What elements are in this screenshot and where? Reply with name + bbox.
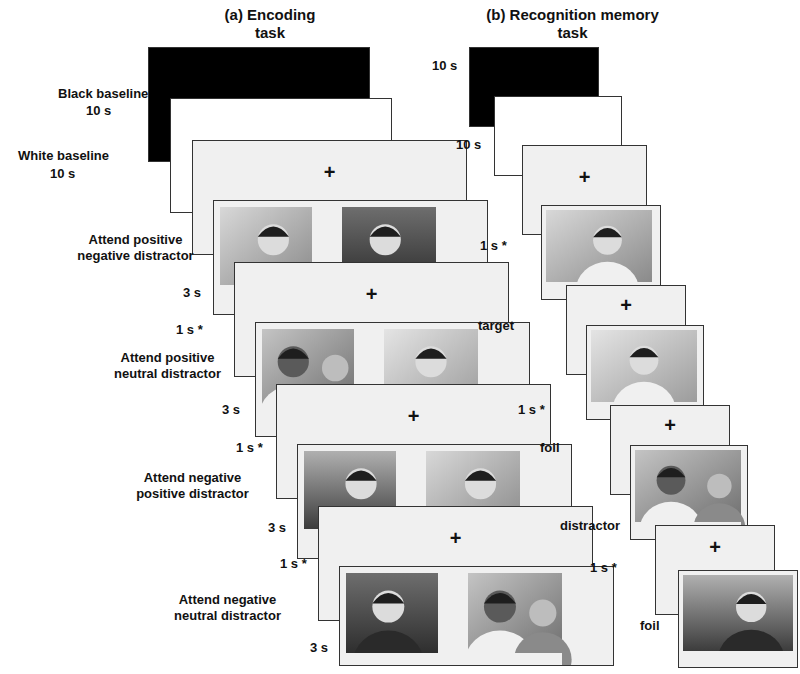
fixation-cross: +	[567, 294, 685, 316]
photo-head	[593, 226, 622, 255]
duration-label: 1 s *	[176, 322, 203, 338]
item-type-label: foil	[640, 618, 660, 634]
photo-head	[415, 346, 446, 377]
fixation-cross: +	[656, 536, 774, 558]
photo-head	[370, 224, 401, 255]
photo-mask	[683, 651, 793, 667]
photo-head	[345, 468, 376, 499]
photo-head	[657, 466, 686, 495]
photo-hair	[370, 227, 401, 237]
condition-label: Attend positive negative distractor	[68, 232, 203, 264]
photo-hair	[657, 468, 686, 477]
condition-label: Attend negative positive distractor	[125, 470, 260, 502]
photo-hair	[736, 594, 766, 604]
duration-label: 1 s *	[480, 238, 507, 254]
condition-label: Attend positive neutral distractor	[100, 350, 235, 382]
photo-head	[278, 346, 309, 377]
duration-label: 1 s *	[236, 440, 263, 456]
photo-mask	[346, 653, 438, 665]
baseline-label: Black baseline	[58, 86, 148, 102]
duration-label: 3 s	[310, 640, 328, 656]
item-type-label: distractor	[560, 518, 620, 534]
photo-head	[258, 224, 289, 255]
fixation-cross: +	[235, 283, 508, 305]
photo-mask	[468, 653, 562, 665]
item-type-label: target	[478, 318, 514, 334]
duration-label: 3 s	[222, 402, 240, 418]
duration-label: 10 s	[86, 103, 111, 119]
item-type-label: foil	[540, 440, 560, 456]
photo-hair	[415, 349, 446, 359]
photo-head	[630, 346, 659, 375]
duration-label: 3 s	[268, 520, 286, 536]
stimulus-screen	[678, 570, 798, 668]
photo-hair	[278, 349, 309, 359]
photo-head	[707, 474, 731, 498]
photo-illustration	[679, 571, 797, 667]
duration-label: 1 s *	[280, 556, 307, 572]
stimulus-screen	[339, 566, 614, 666]
fixation-cross: +	[277, 405, 550, 427]
panel-heading: (b) Recognition memory task	[480, 6, 665, 42]
photo-head	[322, 355, 349, 382]
photo-head	[465, 468, 496, 499]
condition-label: Attend negative neutral distractor	[160, 592, 295, 624]
photo-head	[484, 591, 516, 623]
duration-label: 10 s	[456, 137, 481, 153]
duration-label: 10 s	[432, 58, 457, 74]
duration-label: 1 s *	[590, 560, 617, 576]
duration-label: 1 s *	[518, 402, 545, 418]
photo-head	[372, 591, 404, 623]
duration-label: 3 s	[183, 285, 201, 301]
fixation-cross: +	[611, 414, 729, 436]
photo-hair	[484, 593, 516, 603]
photo-hair	[593, 228, 622, 237]
panel-heading: (a) Encoding task	[215, 6, 325, 42]
photo-head	[529, 599, 556, 626]
photo-hair	[345, 471, 376, 481]
photo-hair	[465, 471, 496, 481]
fixation-cross: +	[319, 527, 592, 549]
baseline-label: White baseline	[18, 148, 109, 164]
photo-hair	[258, 227, 289, 237]
photo-hair	[630, 348, 659, 357]
fixation-cross: +	[523, 166, 646, 188]
photo-hair	[372, 593, 404, 603]
photo-head	[736, 592, 766, 622]
photo-illustration	[340, 567, 613, 665]
fixation-cross: +	[193, 161, 466, 183]
duration-label: 10 s	[50, 166, 75, 182]
